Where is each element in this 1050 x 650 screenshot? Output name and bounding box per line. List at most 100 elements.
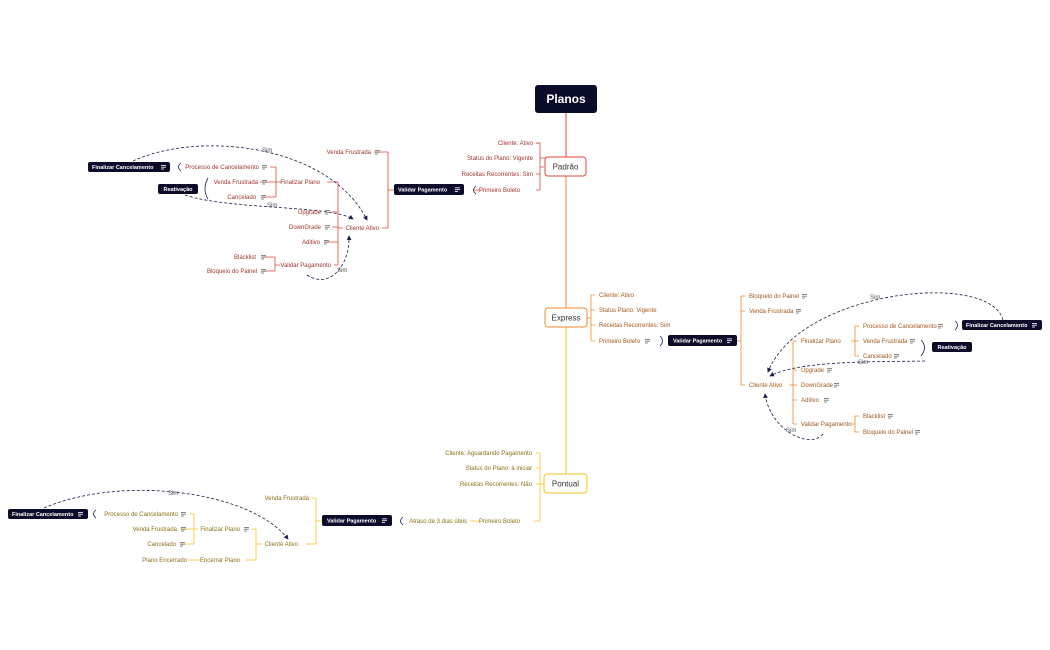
pontual-detail-cliente[interactable]: Cliente: Aguardando Pagamento: [445, 451, 532, 457]
note-icon: [915, 430, 920, 435]
padrao-detail-status[interactable]: Status do Plano: Vigente: [467, 156, 534, 162]
express-downgrade[interactable]: DownGrade: [801, 383, 834, 389]
padrao-processo-cancelamento[interactable]: Processo de Cancelamento: [185, 165, 259, 171]
padrao-reativacao[interactable]: Reativação: [158, 184, 198, 194]
note-icon: [181, 527, 186, 532]
pontual-cliente-ativo[interactable]: Cliente Ativo: [265, 542, 299, 548]
express-bloqueio-painel[interactable]: Bloqueio do Painel: [863, 430, 913, 436]
pontual-encerrar-plano[interactable]: Encerrar Plano: [200, 558, 241, 564]
note-icon: [910, 339, 915, 344]
pontual-finalizar-cancelamento[interactable]: Finalizar Cancelamento: [8, 509, 88, 519]
note-icon: [827, 368, 832, 373]
branch-pontual: Pontual Cliente: Aguardando Pagamento St…: [8, 451, 588, 564]
note-icon: [938, 324, 943, 329]
padrao-bloqueio-painel[interactable]: Bloqueio do Painel: [207, 269, 257, 275]
express-finalizar-cancelamento[interactable]: Finalizar Cancelamento: [962, 320, 1042, 330]
note-icon: [324, 240, 329, 245]
padrao-upgrade[interactable]: Upgrade: [298, 210, 322, 216]
padrao-venda-frustrada[interactable]: Venda Frustrada: [327, 150, 372, 156]
express-sim-label: Sim: [858, 360, 868, 366]
pontual-detail-status[interactable]: Status do Plano: à iniciar: [466, 466, 532, 472]
express-detail-primeiro-boleto[interactable]: Primeiro Boleto: [599, 339, 641, 345]
express-processo-cancelamento[interactable]: Processo de Cancelamento: [863, 324, 937, 330]
pontual-processo-cancelamento[interactable]: Processo de Cancelamento: [104, 512, 178, 518]
padrao-node[interactable]: Padrão: [544, 156, 587, 177]
note-icon: [181, 512, 186, 517]
note-icon: [325, 210, 330, 215]
padrao-sim-label: Sim: [267, 203, 277, 209]
note-icon: [645, 339, 650, 344]
padrao-finalizar-cancelamento-label: Finalizar Cancelamento: [92, 165, 154, 171]
branch-express: Express Cliente: Ativo Status Plano: Vig…: [544, 293, 1042, 436]
pontual-plano-encerrado[interactable]: Plano Encerrado: [142, 558, 187, 564]
note-icon: [375, 150, 380, 155]
root-title: Planos: [546, 92, 586, 106]
padrao-sim-label: Sim: [337, 268, 347, 274]
padrao-detail-receitas[interactable]: Receitas Recorrentes: Sim: [462, 172, 533, 178]
padrao-detail-cliente[interactable]: Cliente: Ativo: [498, 141, 534, 147]
padrao-label: Padrão: [553, 163, 579, 172]
padrao-venda-frustrada-2[interactable]: Venda Frustrada: [214, 180, 259, 186]
pontual-cancelado[interactable]: Cancelado: [147, 542, 176, 548]
note-icon: [262, 165, 267, 170]
express-reativacao[interactable]: Reativação: [932, 342, 972, 352]
express-sim-label: Sim: [786, 428, 796, 434]
express-blacklist[interactable]: Blacklist: [863, 414, 885, 420]
pontual-sim-label: Sim: [168, 491, 178, 497]
note-icon: [325, 225, 330, 230]
root-node[interactable]: Planos: [535, 85, 597, 113]
padrao-reativacao-label: Reativação: [163, 187, 193, 193]
express-upgrade[interactable]: Upgrade: [801, 368, 825, 374]
connectors: [43, 113, 1004, 561]
note-icon: [244, 527, 249, 532]
padrao-validar-pagamento-2[interactable]: Validar Pagamento: [280, 263, 331, 269]
express-sim-label: Sim: [870, 295, 880, 301]
padrao-finalizar-cancelamento[interactable]: Finalizar Cancelamento: [88, 162, 170, 172]
note-icon: [261, 255, 266, 260]
express-cancelado[interactable]: Cancelado: [863, 354, 892, 360]
pontual-detail-primeiro-boleto[interactable]: Primeiro Boleto: [479, 519, 521, 525]
note-icon: [824, 398, 829, 403]
note-icon: [888, 414, 893, 419]
padrao-finalizar-plano[interactable]: Finalizar Plano: [280, 180, 320, 186]
pontual-node[interactable]: Pontual: [543, 473, 588, 494]
pontual-atraso[interactable]: Atraso de 3 dias úteis: [409, 519, 467, 525]
padrao-sim-label: Sim: [262, 148, 272, 154]
pontual-validar-pagamento[interactable]: Validar Pagamento: [322, 515, 392, 526]
express-venda-frustrada-2[interactable]: Venda Frustrada: [863, 339, 908, 345]
pontual-venda-frustrada-2[interactable]: Venda Frustrada: [133, 527, 178, 533]
note-icon: [262, 180, 267, 185]
express-detail-cliente[interactable]: Cliente: Ativo: [599, 293, 635, 299]
express-node[interactable]: Express: [544, 307, 588, 328]
express-venda-frustrada[interactable]: Venda Frustrada: [749, 309, 794, 315]
branch-padrao: Padrão Cliente: Ativo Status do Plano: V…: [88, 141, 587, 275]
express-finalizar-cancelamento-label: Finalizar Cancelamento: [966, 323, 1028, 329]
express-cliente-ativo[interactable]: Cliente Ativo: [749, 383, 783, 389]
padrao-downgrade[interactable]: DownGrade: [289, 225, 322, 231]
note-icon: [802, 294, 807, 299]
pontual-finalizar-plano[interactable]: Finalizar Plano: [200, 527, 240, 533]
express-bloqueio-painel-top[interactable]: Bloqueio do Painel: [749, 294, 799, 300]
padrao-detail-primeiro-boleto[interactable]: Primeiro Boleto: [479, 188, 521, 194]
pontual-validar-label: Validar Pagamento: [327, 519, 377, 525]
padrao-aditivo[interactable]: Aditivo: [302, 240, 321, 246]
padrao-cliente-ativo[interactable]: Cliente Ativo: [346, 226, 380, 232]
express-detail-receitas[interactable]: Receitas Recorrentes: Sim: [599, 323, 670, 329]
express-reativacao-label: Reativação: [937, 345, 967, 351]
padrao-cancelado[interactable]: Cancelado: [227, 195, 256, 201]
pontual-label: Pontual: [552, 480, 579, 489]
express-validar-pagamento[interactable]: Validar Pagamento: [668, 335, 737, 346]
note-icon: [796, 309, 801, 314]
padrao-blacklist[interactable]: Blacklist: [234, 255, 256, 261]
express-finalizar-plano[interactable]: Finalizar Plano: [801, 339, 841, 345]
pontual-finalizar-cancelamento-label: Finalizar Cancelamento: [12, 512, 74, 518]
express-aditivo[interactable]: Aditivo: [801, 398, 820, 404]
padrao-validar-pagamento[interactable]: Validar Pagamento: [394, 184, 464, 195]
express-detail-status[interactable]: Status Plano: Vigente: [599, 308, 657, 314]
pontual-venda-frustrada[interactable]: Venda Frustrada: [265, 496, 310, 502]
padrao-validar-label: Validar Pagamento: [398, 188, 448, 194]
pontual-detail-receitas[interactable]: Receitas Recorrentes: Não: [460, 482, 533, 488]
express-label: Express: [552, 314, 581, 323]
express-validar-pagamento-2[interactable]: Validar Pagamento: [801, 422, 852, 428]
